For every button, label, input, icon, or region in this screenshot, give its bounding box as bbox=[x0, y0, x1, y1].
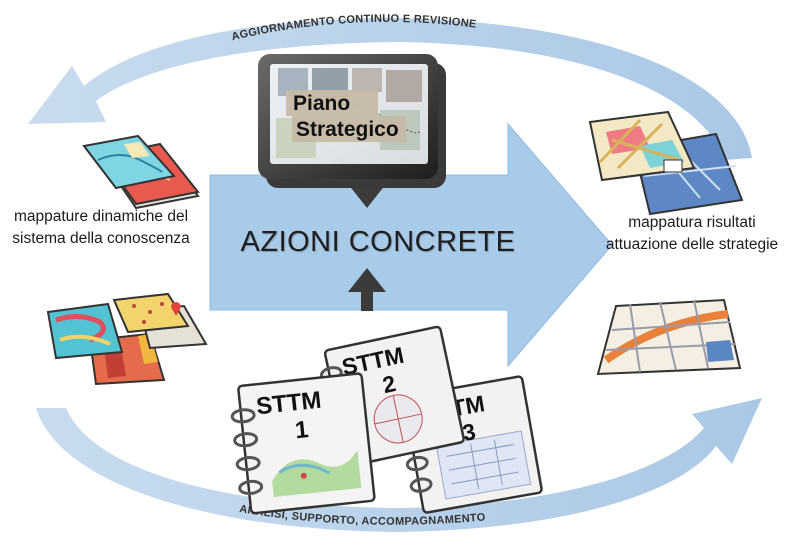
tablet-label-line1: Piano bbox=[293, 92, 350, 115]
tablet-label-line2: Strategico bbox=[296, 118, 399, 141]
right-caption: mappatura risultati attuazione delle str… bbox=[605, 214, 779, 253]
bottom-loop-arrow bbox=[36, 398, 762, 532]
central-action-label: AZIONI CONCRETE bbox=[240, 226, 516, 258]
notebook-2-number: 2 bbox=[380, 370, 398, 398]
notebook-sttm-1: STTM 1 bbox=[230, 372, 376, 515]
map-stack-left-top bbox=[82, 134, 200, 210]
map-stack-left-bottom bbox=[46, 292, 208, 386]
top-loop-arrow bbox=[28, 18, 752, 160]
arrow-up-from-notebooks bbox=[348, 268, 386, 311]
map-stack-right-top bbox=[588, 110, 744, 216]
left-caption: mappature dinamiche del sistema della co… bbox=[12, 208, 190, 247]
tablet-piano-strategico: Piano Strategico bbox=[258, 54, 446, 188]
notebook-1-number: 1 bbox=[294, 416, 310, 444]
map-right-bottom bbox=[596, 298, 742, 376]
